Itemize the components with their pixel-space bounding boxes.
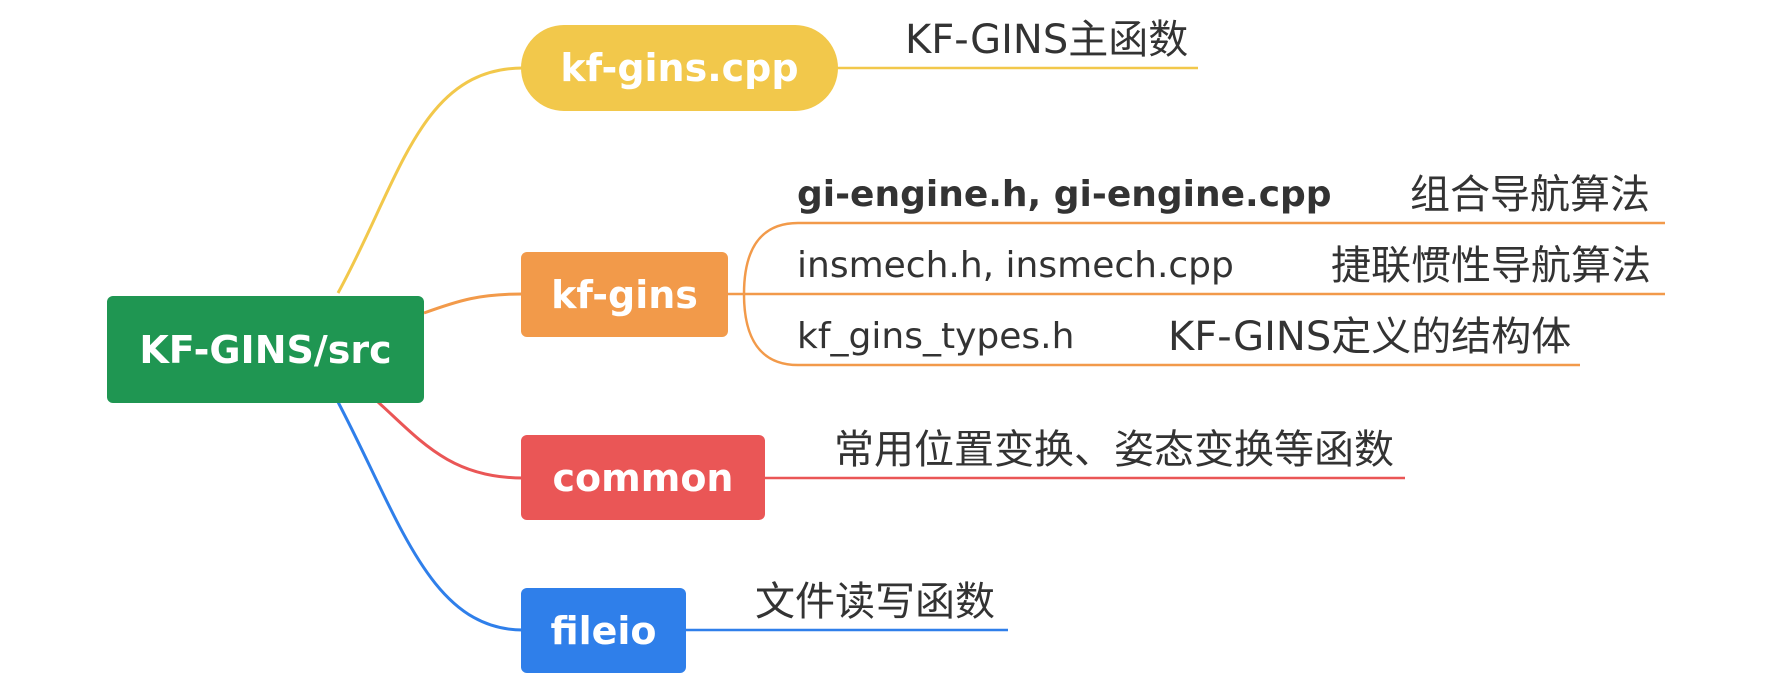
branch-node-fileio[interactable]: fileio	[521, 588, 686, 673]
file-gi-engine: gi-engine.h, gi-engine.cpp	[797, 174, 1332, 215]
connector-kfgins-cpp	[336, 66, 524, 294]
desc-fileio: 文件读写函数	[755, 579, 995, 625]
root-node[interactable]: KF-GINS/src	[107, 296, 424, 403]
branch-label: common	[552, 455, 734, 500]
desc-gi-engine: 组合导航算法	[1410, 172, 1650, 218]
desc-common: 常用位置变换、姿态变换等函数	[834, 427, 1394, 473]
branch-node-kfgins-cpp[interactable]: kf-gins.cpp	[521, 25, 838, 111]
branch-label: kf-gins	[551, 272, 698, 317]
branch-node-common[interactable]: common	[521, 435, 765, 520]
connector-kf-gins-item3	[742, 293, 799, 367]
branch-label: kf-gins.cpp	[560, 46, 799, 90]
file-insmech: insmech.h, insmech.cpp	[797, 245, 1234, 286]
connector-fileio	[336, 401, 524, 632]
root-label: KF-GINS/src	[139, 327, 392, 372]
branch-node-kf-gins[interactable]: kf-gins	[521, 252, 728, 337]
desc-insmech: 捷联惯性导航算法	[1331, 243, 1651, 289]
connector-kf-gins	[423, 292, 524, 315]
connector-common	[376, 400, 524, 480]
branch-label: fileio	[550, 608, 657, 653]
desc-kf-gins-types: KF-GINS定义的结构体	[1168, 314, 1572, 360]
desc-kfgins-cpp: KF-GINS主函数	[905, 17, 1189, 63]
connector-kf-gins-item1	[742, 221, 799, 295]
file-kf-gins-types: kf_gins_types.h	[797, 316, 1075, 357]
